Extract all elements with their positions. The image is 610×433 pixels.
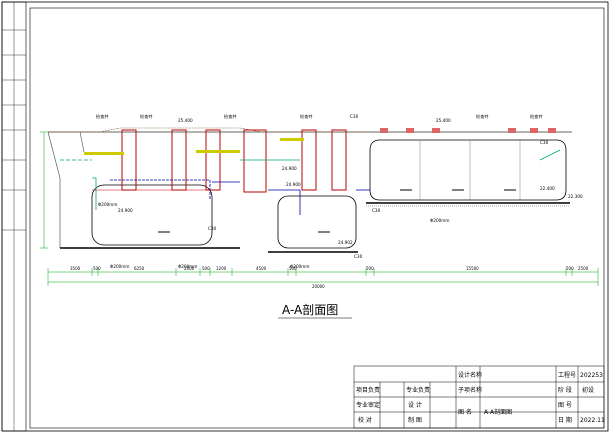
dim-2: 500 [93, 266, 101, 271]
dim-1: 3500 [70, 266, 81, 271]
manhole-label-5: 检查井 [476, 113, 489, 120]
level-label-2: 25.400 [436, 118, 451, 123]
pipe-dia-label-3: Φ200mm [290, 264, 309, 269]
dim-7: 4500 [256, 266, 267, 271]
tb-job-no-label: 工程号 [558, 371, 576, 379]
base-slab [60, 202, 570, 253]
drawing-labels: 25.400 25.400 C30 C30 C30 C30 C30 Φ200mm… [96, 113, 583, 269]
tb-stage: 初设 [582, 386, 594, 394]
dim-4: 2000 [184, 266, 195, 271]
title-block-text: 项目负责 专业负责 专业审定 设 计 校 对 制 图 设计名称 子项名称 图 名… [356, 371, 605, 424]
concrete-label-3: C30 [208, 226, 217, 231]
dimension-values: 3500 500 6250 2000 500 1200 4500 500 500… [70, 266, 589, 289]
pipes [60, 149, 561, 215]
excavation-left [47, 131, 85, 248]
vertical-dimension [40, 131, 48, 249]
elev-label-1: 24.900 [282, 166, 297, 171]
tb-r2c1: 专业审定 [356, 401, 380, 409]
dim-5: 500 [202, 266, 210, 271]
manhole-label-4: 检查井 [300, 113, 313, 120]
concrete-label-4: C30 [354, 254, 363, 259]
tb-date-label: 日 期 [558, 416, 572, 424]
pipe-dia-label-4: Φ200mm [430, 218, 449, 223]
tank-middle [277, 195, 357, 249]
pipe-dia-label-2: Φ200mm [110, 264, 129, 269]
pipe-dia-label-5: Φ200mm [178, 264, 197, 269]
elev-label-6: 22.400 [540, 186, 555, 191]
tb-r3c3: 制 图 [408, 416, 422, 424]
dim-8: 500 [289, 266, 297, 271]
manhole-shafts [121, 129, 347, 193]
tank-left [91, 184, 213, 246]
elev-label-2: 24.902 [338, 240, 353, 245]
manhole-covers [380, 128, 556, 133]
elev-label-3: 24.900 [286, 182, 301, 187]
tb-stage-label: 阶 段 [558, 386, 572, 394]
yellow-notes [84, 138, 304, 155]
tb-r1c1: 项目负责 [356, 386, 380, 394]
dim-total: 20000 [312, 284, 325, 289]
manhole-label-3: 检查井 [224, 113, 237, 120]
tb-project-label: 设计名称 [458, 371, 482, 379]
manhole-label-2: 检查井 [140, 113, 153, 120]
tb-sheet-label: 图 号 [558, 402, 572, 409]
concrete-label-2: C30 [540, 140, 549, 145]
tb-drawing-label: 图 名 [458, 408, 472, 416]
concrete-label-1: C30 [350, 114, 359, 119]
dim-3: 6250 [134, 266, 145, 271]
dim-9: 500 [366, 266, 374, 271]
dim-10: 15500 [466, 266, 479, 271]
title-block [353, 365, 605, 429]
tb-r2c3: 设 计 [408, 401, 422, 409]
tb-job-no: 202253 [580, 372, 603, 379]
dim-6: 1200 [216, 266, 227, 271]
dim-11: 500 [566, 266, 574, 271]
dim-12: 2500 [578, 266, 589, 271]
level-label-1: 25.400 [178, 118, 193, 123]
inner-frame [29, 7, 605, 429]
elev-label-4: 22.300 [568, 194, 583, 199]
left-strip-cells [2, 29, 26, 231]
section-title: A-A剖面图 [282, 303, 338, 317]
tb-date: 2022.11 [580, 417, 605, 424]
tb-subproject-label: 子项名称 [458, 386, 482, 394]
manhole-label-6: 检查井 [530, 113, 543, 120]
dimension-line [47, 268, 599, 286]
tank-right [369, 139, 567, 201]
tb-drawing-name: A-A剖面图 [484, 408, 512, 416]
elev-label-5: 24.900 [118, 208, 133, 213]
tb-r1c3: 专业负责 [406, 386, 430, 394]
concrete-label-5: C30 [372, 208, 381, 213]
tb-r3c1: 校 对 [358, 416, 372, 424]
manhole-label-1: 检查井 [96, 113, 109, 120]
pipe-dia-label-1: Φ200mm [98, 202, 117, 207]
